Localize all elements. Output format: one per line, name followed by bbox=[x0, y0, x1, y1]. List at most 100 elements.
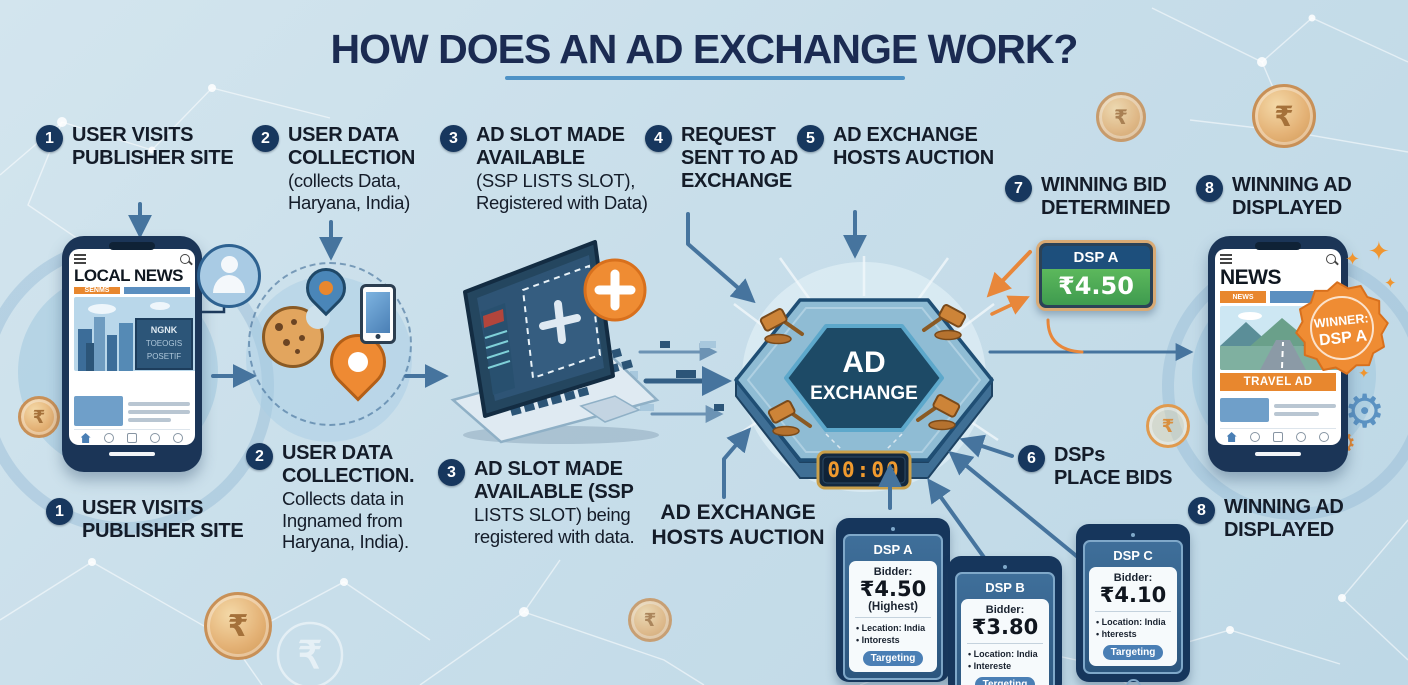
svg-text:POSETIF: POSETIF bbox=[147, 352, 181, 361]
user-avatar bbox=[197, 244, 261, 308]
text-line bbox=[127, 402, 190, 406]
step-line: (collects Data, bbox=[288, 170, 401, 192]
step-line: COLLECTION bbox=[288, 147, 415, 170]
targeting-button: Tergeting bbox=[975, 677, 1035, 685]
avatar-head bbox=[220, 256, 238, 273]
dsp-a-tablet: DSP A Bidder: ₹4.50 (Highest) • Lecation… bbox=[836, 518, 950, 682]
news-hero-image: NGNK TOEOGIS POSETIF bbox=[74, 297, 195, 371]
grid-icon bbox=[1272, 432, 1283, 442]
bid-amount: ₹3.80 bbox=[971, 615, 1039, 639]
exchange-label-1: AD bbox=[842, 346, 885, 379]
step-line: PLACE BIDS bbox=[1054, 467, 1173, 490]
gear-icon: ⚙ bbox=[1344, 384, 1386, 438]
step-line: USER DATA bbox=[288, 124, 400, 146]
step-line: PUBLISHER SITE bbox=[72, 147, 234, 170]
step-line: DSPs bbox=[1054, 444, 1106, 466]
dsp-name: DSP C bbox=[1113, 548, 1153, 563]
rupee-coin-icon: ₹ bbox=[1252, 84, 1316, 148]
step-line: COLLECTION. bbox=[282, 465, 415, 488]
phone-notch bbox=[1255, 242, 1301, 250]
step-line: Collects data in bbox=[282, 488, 404, 510]
step-line: EXCHANGE bbox=[681, 170, 792, 193]
phone-notch bbox=[109, 242, 155, 250]
publisher-phone: LOCAL NEWS SENMS NGNK TOEOGIS POSETIF bbox=[62, 236, 202, 472]
step-line: REQUEST bbox=[681, 124, 776, 146]
winner-badge-line1: WINNER: bbox=[1313, 311, 1369, 331]
profile-icon bbox=[1319, 432, 1330, 442]
rupee-coin-icon: ₹ bbox=[1096, 92, 1146, 142]
step-3-bottom: 3 AD SLOT MADE AVAILABLE (SSP LISTS SLOT… bbox=[438, 458, 635, 547]
text-line bbox=[1273, 412, 1319, 416]
step-line: WINNING AD bbox=[1232, 174, 1352, 196]
travel-ad-banner: TRAVEL AD bbox=[1220, 373, 1336, 391]
step-number-badge: 1 bbox=[46, 498, 73, 525]
step-number-badge: 4 bbox=[645, 125, 672, 152]
step-number-badge: 3 bbox=[438, 459, 465, 486]
svg-text:₹: ₹ bbox=[298, 635, 322, 677]
avatar-torso bbox=[213, 275, 245, 293]
step-7-top: 7 WINNING BID DETERMINED bbox=[1005, 174, 1171, 220]
winner-badge-line2: DSP A bbox=[1318, 327, 1368, 349]
step-line: Haryana, India) bbox=[288, 191, 410, 213]
cookie-icon bbox=[262, 305, 330, 368]
step-line: AVAILABLE (SSP bbox=[474, 481, 634, 504]
auction-hosts-label: AD EXCHANGE HOSTS AUCTION bbox=[648, 500, 828, 550]
label-line: AD EXCHANGE bbox=[660, 501, 816, 524]
svg-text:NGNK: NGNK bbox=[151, 325, 178, 335]
rupee-coin-icon: ₹ bbox=[628, 598, 672, 642]
search-nav-icon bbox=[103, 433, 114, 443]
search-nav-icon bbox=[1249, 432, 1260, 442]
step-number-badge: 6 bbox=[1018, 445, 1045, 472]
step-number-badge: 3 bbox=[440, 125, 467, 152]
rupee-coin-icon: ₹ bbox=[1146, 404, 1190, 448]
bid-note: (Highest) bbox=[868, 601, 918, 614]
dsp-c-tablet: DSP C Bidder: ₹4.10 • Location: India • … bbox=[1076, 524, 1190, 685]
targeting-bullet: • Location: India bbox=[968, 649, 1038, 660]
search-icon bbox=[1326, 254, 1336, 264]
step-line: registered with data. bbox=[474, 525, 635, 547]
targeting-bullet: • Lecation: India bbox=[856, 623, 926, 634]
sparkle-icon: ✦ bbox=[1384, 275, 1397, 292]
step-number-badge: 7 bbox=[1005, 175, 1032, 202]
step-number-badge: 2 bbox=[246, 443, 273, 470]
step-1-bottom: 1 USER VISITS PUBLISHER SITE bbox=[46, 497, 244, 543]
sparkle-icon: ✦ bbox=[1358, 365, 1370, 381]
step-line: DISPLAYED bbox=[1232, 197, 1342, 220]
bidder-label: Bidder: bbox=[1113, 572, 1153, 584]
step-2-top: 2 USER DATA COLLECTION (collects Data, H… bbox=[252, 124, 415, 213]
step-line: USER DATA bbox=[282, 442, 394, 464]
text-line bbox=[1273, 404, 1336, 408]
divider bbox=[855, 617, 931, 619]
step-line: LISTS SLOT) being bbox=[474, 504, 631, 526]
bidder-label: Bidder: bbox=[985, 604, 1025, 616]
home-icon bbox=[80, 433, 91, 443]
step-4-top: 4 REQUEST SENT TO AD EXCHANGE bbox=[645, 124, 798, 194]
exchange-label-2: EXCHANGE bbox=[810, 383, 918, 404]
menu-icon bbox=[1220, 252, 1232, 266]
profile-icon bbox=[173, 433, 184, 443]
step-line: DETERMINED bbox=[1041, 197, 1171, 220]
targeting-bullet: • Location: India bbox=[1096, 617, 1166, 628]
step-line: Registered with Data) bbox=[476, 191, 648, 213]
winning-dsp-name: DSP A bbox=[1042, 246, 1150, 269]
step-number-badge: 1 bbox=[36, 125, 63, 152]
step-6-bottom: 6 DSPs PLACE BIDS bbox=[1018, 444, 1172, 490]
dsp-name: DSP B bbox=[985, 580, 1025, 595]
article-thumbnail bbox=[74, 396, 123, 426]
site-masthead: LOCAL NEWS bbox=[74, 266, 183, 285]
divider bbox=[1095, 611, 1171, 613]
winning-bid-card: DSP A ₹4.50 bbox=[1036, 240, 1156, 311]
bid-amount: ₹4.50 bbox=[859, 577, 927, 601]
dsp-b-tablet: DSP B Bidder: ₹3.80 • Location: India • … bbox=[948, 556, 1062, 685]
clock-icon bbox=[1296, 432, 1307, 442]
step-number-badge: 2 bbox=[252, 125, 279, 152]
label-line: HOSTS AUCTION bbox=[651, 526, 825, 550]
step-5-top: 5 AD EXCHANGE HOSTS AUCTION bbox=[797, 124, 994, 170]
site-masthead: NEWS bbox=[1220, 266, 1282, 289]
sparkle-icon: ✦ bbox=[1345, 249, 1361, 269]
exchange-core bbox=[784, 324, 944, 432]
step-3-top: 3 AD SLOT MADE AVAILABLE (SSP LISTS SLOT… bbox=[440, 124, 648, 213]
step-line: AVAILABLE bbox=[476, 147, 585, 170]
step-1-top: 1 USER VISITS PUBLISHER SITE bbox=[36, 124, 234, 170]
